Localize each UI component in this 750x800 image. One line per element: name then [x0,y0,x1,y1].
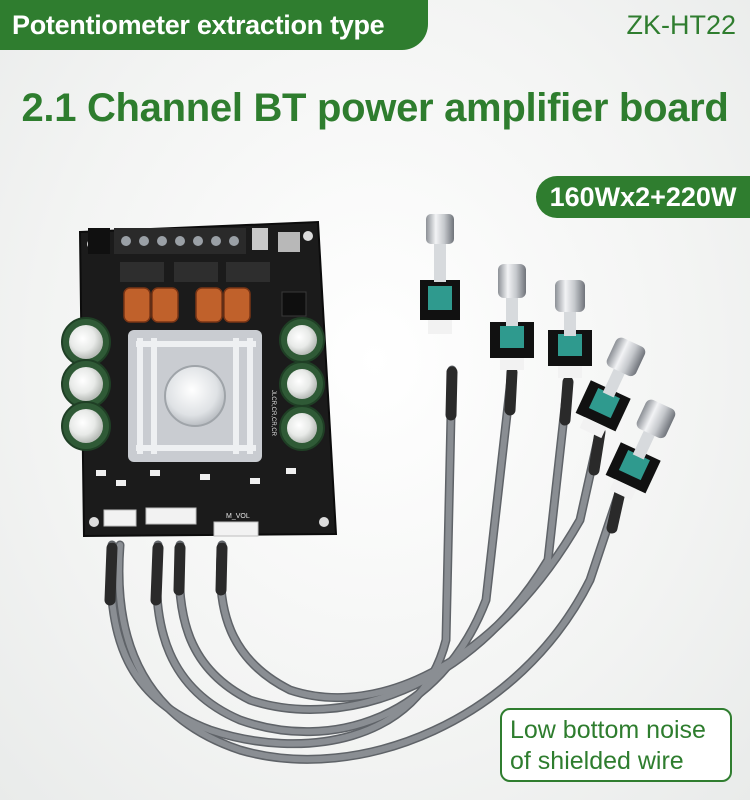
potentiometer-5 [605,399,676,501]
shielded-cables [104,365,626,764]
product-headline: 2.1 Channel BT power amplifier board [21,86,729,130]
power-rating-label: 160Wx2+220W [549,181,737,212]
potentiometer-1 [420,214,460,334]
model-number: ZK-HT22 [626,10,736,40]
potentiometer-2 [490,264,534,370]
pcb-board-marking: JLCR,CR,CR,CR [270,390,276,437]
potentiometer-4 [575,337,646,439]
potentiometer-3 [548,280,592,378]
amplifier-pcb: M_VOL JLCR,CR,CR,CR [61,220,338,538]
callout-line-2: of shielded wire [510,747,684,775]
variant-label: Potentiometer extraction type [12,9,385,40]
shielded-wire-callout: Low bottom noise of shielded wire [500,708,732,782]
power-rating-badge: 160Wx2+220W [536,176,750,218]
heatsink [128,330,262,462]
capacitors [61,317,325,451]
callout-line-1: Low bottom noise [510,716,706,744]
variant-tag: Potentiometer extraction type [0,0,428,50]
pcb-connector-label: M_VOL [226,513,250,520]
